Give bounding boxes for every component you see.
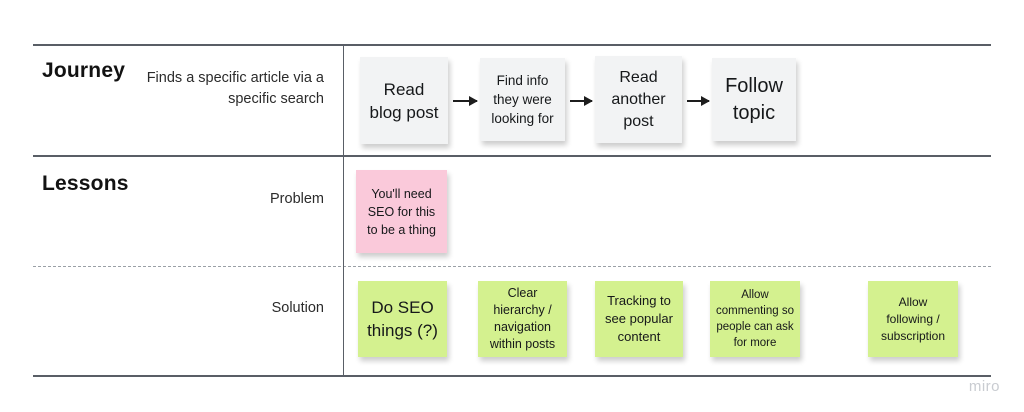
arrow-1 xyxy=(453,96,478,106)
sticky-note-text: Read blog post xyxy=(369,79,439,122)
sticky-note-allow-following[interactable]: Allow following / subscription xyxy=(868,281,958,357)
sticky-note-text: Do SEO things (?) xyxy=(367,298,438,340)
sticky-note-read-blog-post[interactable]: Read blog post xyxy=(360,57,448,144)
sticky-note-text: Allow commenting so people can ask for m… xyxy=(716,289,794,349)
arrow-2 xyxy=(570,96,593,106)
sticky-note-tracking-popular-content[interactable]: Tracking to see popular content xyxy=(595,281,683,357)
sticky-note-text: Tracking to see popular content xyxy=(605,293,673,344)
sticky-note-text: You'll need SEO for this to be a thing xyxy=(367,186,436,237)
row-sublabel-solution: Solution xyxy=(271,300,324,316)
sticky-note-seo-problem[interactable]: You'll need SEO for this to be a thing xyxy=(356,170,447,253)
sticky-note-allow-commenting[interactable]: Allow commenting so people can ask for m… xyxy=(710,281,800,357)
sticky-note-text: Find info they were looking for xyxy=(491,73,554,126)
divider-problem-solution-dashed xyxy=(33,266,991,267)
sticky-note-text: Clear hierarchy / navigation within post… xyxy=(489,286,556,351)
row-sublabel-problem: Problem xyxy=(270,191,324,207)
sticky-note-do-seo-things[interactable]: Do SEO things (?) xyxy=(358,281,447,357)
row-title-journey: Journey xyxy=(42,59,126,82)
arrow-3 xyxy=(687,96,710,106)
miro-watermark: miro xyxy=(968,378,1000,395)
sticky-note-text: Read another post xyxy=(611,68,666,130)
divider-journey-lessons xyxy=(33,155,991,157)
sticky-note-follow-topic[interactable]: Follow topic xyxy=(712,58,796,141)
divider-bottom xyxy=(33,375,991,377)
sticky-note-clear-hierarchy[interactable]: Clear hierarchy / navigation within post… xyxy=(478,281,567,357)
row-sublabel-persona: Finds a specific article via a specific … xyxy=(146,70,324,107)
sticky-note-read-another-post[interactable]: Read another post xyxy=(595,56,682,143)
sticky-note-text: Allow following / subscription xyxy=(880,294,946,343)
sticky-note-find-info[interactable]: Find info they were looking for xyxy=(480,58,565,141)
sticky-note-text: Follow topic xyxy=(725,74,783,124)
row-title-lessons: Lessons xyxy=(42,172,129,195)
divider-top xyxy=(33,44,991,46)
divider-vertical-labels xyxy=(343,44,344,375)
